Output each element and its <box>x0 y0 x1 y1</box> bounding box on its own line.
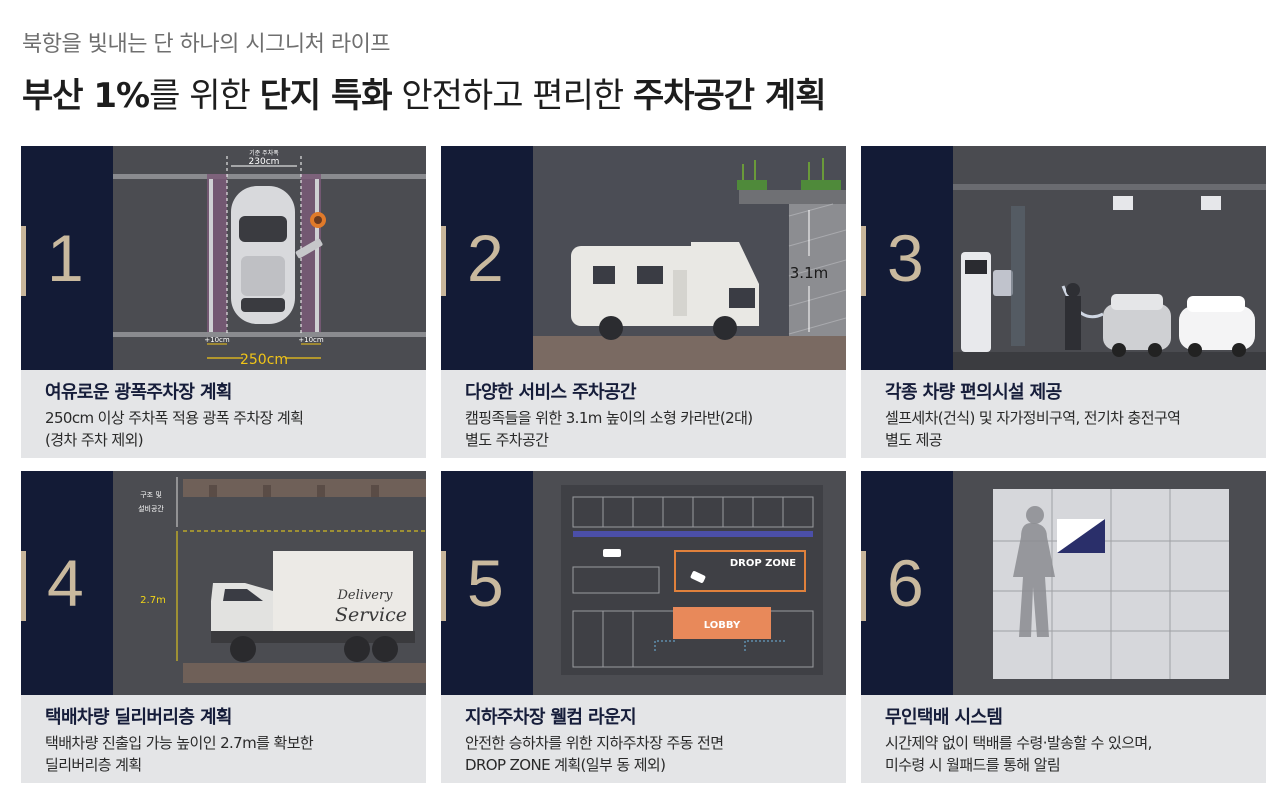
truck-label-2: Service <box>335 604 407 626</box>
struct-label-1: 구조 및 <box>140 491 162 499</box>
accent-bar <box>21 551 26 621</box>
card-caption: 지하주차장 웰컴 라운지 안전한 승하차를 위한 지하주차장 주동 전면 DROP… <box>465 703 836 776</box>
standard-width-label: 230cm <box>249 157 280 167</box>
number-panel: 2 <box>441 146 533 370</box>
card-title: 무인택배 시스템 <box>885 707 1003 728</box>
feature-card-3: 3 <box>861 146 1266 458</box>
card-number: 5 <box>467 546 504 620</box>
title-part-3: 단지 특화 <box>259 76 393 116</box>
card-title: 지하주차장 웰컴 라운지 <box>465 707 637 728</box>
truck-label-1: Delivery <box>336 588 393 603</box>
card-description: 250cm 이상 주차폭 적용 광폭 주차장 계획 (경차 주차 제외) <box>45 407 416 451</box>
caravan-parking-illustration: 3.1m <box>533 146 846 370</box>
desc-line-2: 딜리버리층 계획 <box>45 756 142 774</box>
desc-line-1: 셀프세차(건식) 및 자가정비구역, 전기차 충전구역 <box>885 409 1181 427</box>
parcel-locker-illustration <box>953 471 1266 695</box>
page-title: 부산 1%를 위한 단지 특화 안전하고 편리한 주차공간 계획 <box>22 68 827 117</box>
card-number: 3 <box>887 221 924 295</box>
card-number: 1 <box>47 221 84 295</box>
card-image: 4 구조 및 설비공간 2.7m <box>21 471 426 695</box>
margin-left-label: +10cm <box>204 336 230 344</box>
card-number: 6 <box>887 546 924 620</box>
card-description: 안전한 승하차를 위한 지하주차장 주동 전면 DROP ZONE 계획(일부 동… <box>465 732 836 776</box>
card-description: 캠핑족들을 위한 3.1m 높이의 소형 카라반(2대) 별도 주차공간 <box>465 407 836 451</box>
accent-bar <box>21 226 26 296</box>
feature-card-5: 5 DROP ZONE <box>441 471 846 783</box>
height-label: 3.1m <box>790 264 828 282</box>
accent-bar <box>441 551 446 621</box>
card-caption: 여유로운 광폭주차장 계획 250cm 이상 주차폭 적용 광폭 주차장 계획 (… <box>45 378 416 451</box>
card-image: 2 <box>441 146 846 370</box>
desc-line-1: 250cm 이상 주차폭 적용 광폭 주차장 계획 <box>45 409 304 427</box>
accent-bar <box>441 226 446 296</box>
desc-line-1: 택배차량 진출입 가능 높이인 2.7m를 확보한 <box>45 734 314 752</box>
accent-bar <box>861 226 866 296</box>
total-width-label: 250cm <box>240 352 288 368</box>
card-title: 여유로운 광폭주차장 계획 <box>45 382 233 403</box>
card-image: 3 <box>861 146 1266 370</box>
delivery-truck-illustration: 구조 및 설비공간 2.7m Delivery Service <box>113 471 426 695</box>
drop-zone-label: DROP ZONE <box>730 558 796 569</box>
card-image: 1 기준 주차폭 230cm <box>21 146 426 370</box>
desc-line-2: 미수령 시 월패드를 통해 알림 <box>885 756 1061 774</box>
card-image: 5 DROP ZONE <box>441 471 846 695</box>
height-label: 2.7m <box>140 595 166 606</box>
desc-line-2: 별도 제공 <box>885 431 943 449</box>
card-description: 시간제약 없이 택배를 수령·발송할 수 있으며, 미수령 시 월패드를 통해 알… <box>885 732 1256 776</box>
number-panel: 1 <box>21 146 113 370</box>
feature-card-1: 1 기준 주차폭 230cm <box>21 146 426 458</box>
lobby-label: LOBBY <box>704 620 741 631</box>
card-title: 다양한 서비스 주차공간 <box>465 382 637 403</box>
feature-card-4: 4 구조 및 설비공간 2.7m <box>21 471 426 783</box>
desc-line-2: (경차 주차 제외) <box>45 431 144 449</box>
number-panel: 3 <box>861 146 953 370</box>
ev-charging-illustration <box>953 146 1266 370</box>
number-panel: 5 <box>441 471 533 695</box>
number-panel: 4 <box>21 471 113 695</box>
title-part-2: 를 위한 <box>149 76 260 116</box>
feature-card-2: 2 <box>441 146 846 458</box>
feature-card-6: 6 무인택배 시스템 시간제약 없이 <box>861 471 1266 783</box>
desc-line-1: 안전한 승하차를 위한 지하주차장 주동 전면 <box>465 734 724 752</box>
card-number: 4 <box>47 546 84 620</box>
card-number: 2 <box>467 221 504 295</box>
standard-width-caption: 기준 주차폭 <box>249 149 279 157</box>
header: 북항을 빛내는 단 하나의 시그니처 라이프 부산 1%를 위한 단지 특화 안… <box>22 26 827 117</box>
desc-line-1: 시간제약 없이 택배를 수령·발송할 수 있으며, <box>885 734 1152 752</box>
desc-line-2: DROP ZONE 계획(일부 동 제외) <box>465 756 666 774</box>
title-part-4: 안전하고 편리한 <box>391 76 633 116</box>
card-caption: 각종 차량 편의시설 제공 셀프세차(건식) 및 자가정비구역, 전기차 충전구… <box>885 378 1256 451</box>
margin-right-label: +10cm <box>298 336 324 344</box>
number-panel: 6 <box>861 471 953 695</box>
title-part-1: 부산 1% <box>22 76 150 116</box>
card-title: 택배차량 딜리버리층 계획 <box>45 707 233 728</box>
desc-line-1: 캠핑족들을 위한 3.1m 높이의 소형 카라반(2대) <box>465 409 753 427</box>
wide-parking-illustration: 기준 주차폭 230cm +10cm +10cm 250cm <box>113 146 426 370</box>
page-subtitle: 북항을 빛내는 단 하나의 시그니처 라이프 <box>22 32 391 57</box>
accent-bar <box>861 551 866 621</box>
title-part-5: 주차공간 계획 <box>632 76 827 116</box>
card-title: 각종 차량 편의시설 제공 <box>885 382 1062 403</box>
desc-line-2: 별도 주차공간 <box>465 431 549 449</box>
struct-label-2: 설비공간 <box>138 504 164 513</box>
drop-zone-floorplan: DROP ZONE LOBBY <box>533 471 846 695</box>
card-caption: 다양한 서비스 주차공간 캠핑족들을 위한 3.1m 높이의 소형 카라반(2대… <box>465 378 836 451</box>
card-image: 6 <box>861 471 1266 695</box>
card-caption: 무인택배 시스템 시간제약 없이 택배를 수령·발송할 수 있으며, 미수령 시 … <box>885 703 1256 776</box>
